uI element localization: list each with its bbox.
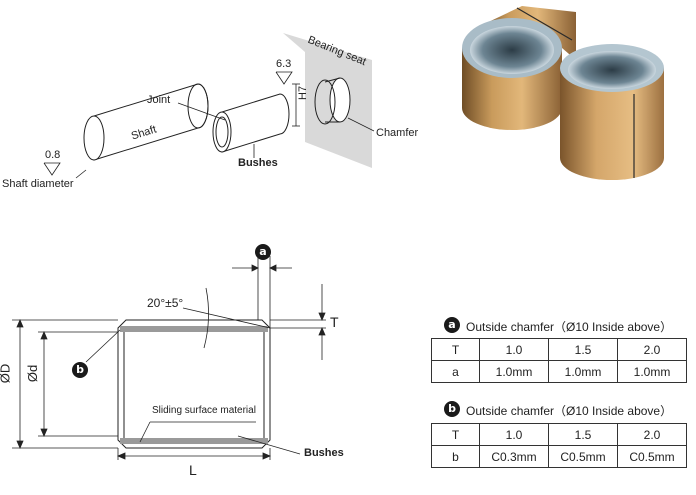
t-dimension bbox=[270, 284, 326, 360]
seat-roughness-symbol bbox=[275, 71, 293, 85]
bush-shape bbox=[212, 93, 290, 153]
sliding-layer-top bbox=[120, 326, 268, 332]
sliding-leader-tail bbox=[139, 421, 151, 443]
outer-diameter-dimension bbox=[12, 318, 118, 450]
t-label: T bbox=[330, 314, 339, 330]
bushes-label: Bushes bbox=[238, 157, 278, 169]
table-cell: C0.3mm bbox=[479, 445, 549, 468]
cross-section-drawing bbox=[12, 256, 326, 460]
table-cell: T bbox=[431, 423, 480, 446]
chamfer-leader bbox=[347, 117, 375, 132]
h7-dimension bbox=[292, 83, 300, 127]
table-row: a 1.0mm 1.0mm 1.0mm bbox=[431, 360, 687, 383]
shaft-roughness-symbol bbox=[43, 162, 61, 176]
table-cell: 2.0 bbox=[617, 423, 687, 446]
bushing-back bbox=[462, 6, 576, 130]
assembly-drawing bbox=[43, 33, 375, 179]
table-row: T 1.0 1.5 2.0 bbox=[431, 338, 687, 361]
table-a-title: Outside chamfer（Ø10 Inside above） bbox=[466, 320, 673, 334]
table-cell: 1.0 bbox=[479, 338, 549, 361]
badge-a-section: a bbox=[255, 244, 271, 260]
table-cell: 2.0 bbox=[617, 338, 687, 361]
shaft-diameter-leader bbox=[75, 169, 87, 179]
a-dimension bbox=[232, 256, 292, 328]
badge-b-table: b bbox=[444, 401, 460, 417]
badge-a-table: a bbox=[444, 317, 460, 333]
b-leader bbox=[85, 329, 121, 363]
table-b-title: Outside chamfer（Ø10 Inside above） bbox=[466, 404, 673, 418]
bushing-front bbox=[560, 44, 664, 180]
angle-arc bbox=[203, 287, 209, 349]
table-cell: 1.0mm bbox=[479, 360, 549, 383]
shaft-roughness-value: 0.8 bbox=[45, 149, 61, 161]
table-cell: C0.5mm bbox=[617, 445, 687, 468]
joint-label: Joint bbox=[147, 94, 171, 106]
shaft-shape bbox=[83, 83, 209, 161]
bushes-section-label: Bushes bbox=[304, 447, 344, 459]
table-cell: 1.5 bbox=[548, 423, 618, 446]
chamfer-angle-line bbox=[182, 307, 271, 329]
table-cell: 1.0mm bbox=[617, 360, 687, 383]
table-a: T 1.0 1.5 2.0 a 1.0mm 1.0mm 1.0mm bbox=[431, 338, 687, 383]
table-cell: 1.0mm bbox=[548, 360, 618, 383]
inner-d-label: Ød bbox=[25, 364, 41, 383]
sliding-layer-bottom bbox=[120, 438, 268, 444]
table-cell: 1.0 bbox=[479, 423, 549, 446]
length-label: L bbox=[189, 462, 197, 478]
bearing-seat-plane bbox=[283, 33, 372, 168]
bushing-product-image bbox=[462, 6, 664, 180]
table-row: T 1.0 1.5 2.0 bbox=[431, 423, 687, 446]
seat-bore-shape bbox=[314, 77, 351, 125]
table-cell: T bbox=[431, 338, 480, 361]
table-row: b C0.3mm C0.5mm C0.5mm bbox=[431, 445, 687, 468]
bushes-section-leader bbox=[237, 435, 301, 455]
table-cell: b bbox=[431, 445, 480, 468]
angle-label: 20°±5° bbox=[147, 296, 184, 310]
shaft-diameter-label: Shaft diameter bbox=[2, 178, 74, 190]
table-b: T 1.0 1.5 2.0 b C0.3mm C0.5mm C0.5mm bbox=[431, 423, 687, 468]
table-cell: 1.5 bbox=[548, 338, 618, 361]
bush-section-body bbox=[117, 319, 271, 449]
table-cell: C0.5mm bbox=[548, 445, 618, 468]
badge-b-section: b bbox=[72, 362, 88, 378]
table-cell: a bbox=[431, 360, 480, 383]
sliding-surface-label: Sliding surface material bbox=[152, 405, 256, 416]
seat-roughness-value: 6.3 bbox=[276, 58, 292, 70]
joint-leader bbox=[177, 102, 226, 121]
seat-tolerance-label: H7 bbox=[297, 85, 309, 100]
chamfer-label: Chamfer bbox=[376, 127, 419, 139]
inner-diameter-dimension bbox=[38, 330, 118, 438]
outer-d-label: ØD bbox=[0, 363, 13, 384]
length-dimension bbox=[116, 448, 272, 460]
